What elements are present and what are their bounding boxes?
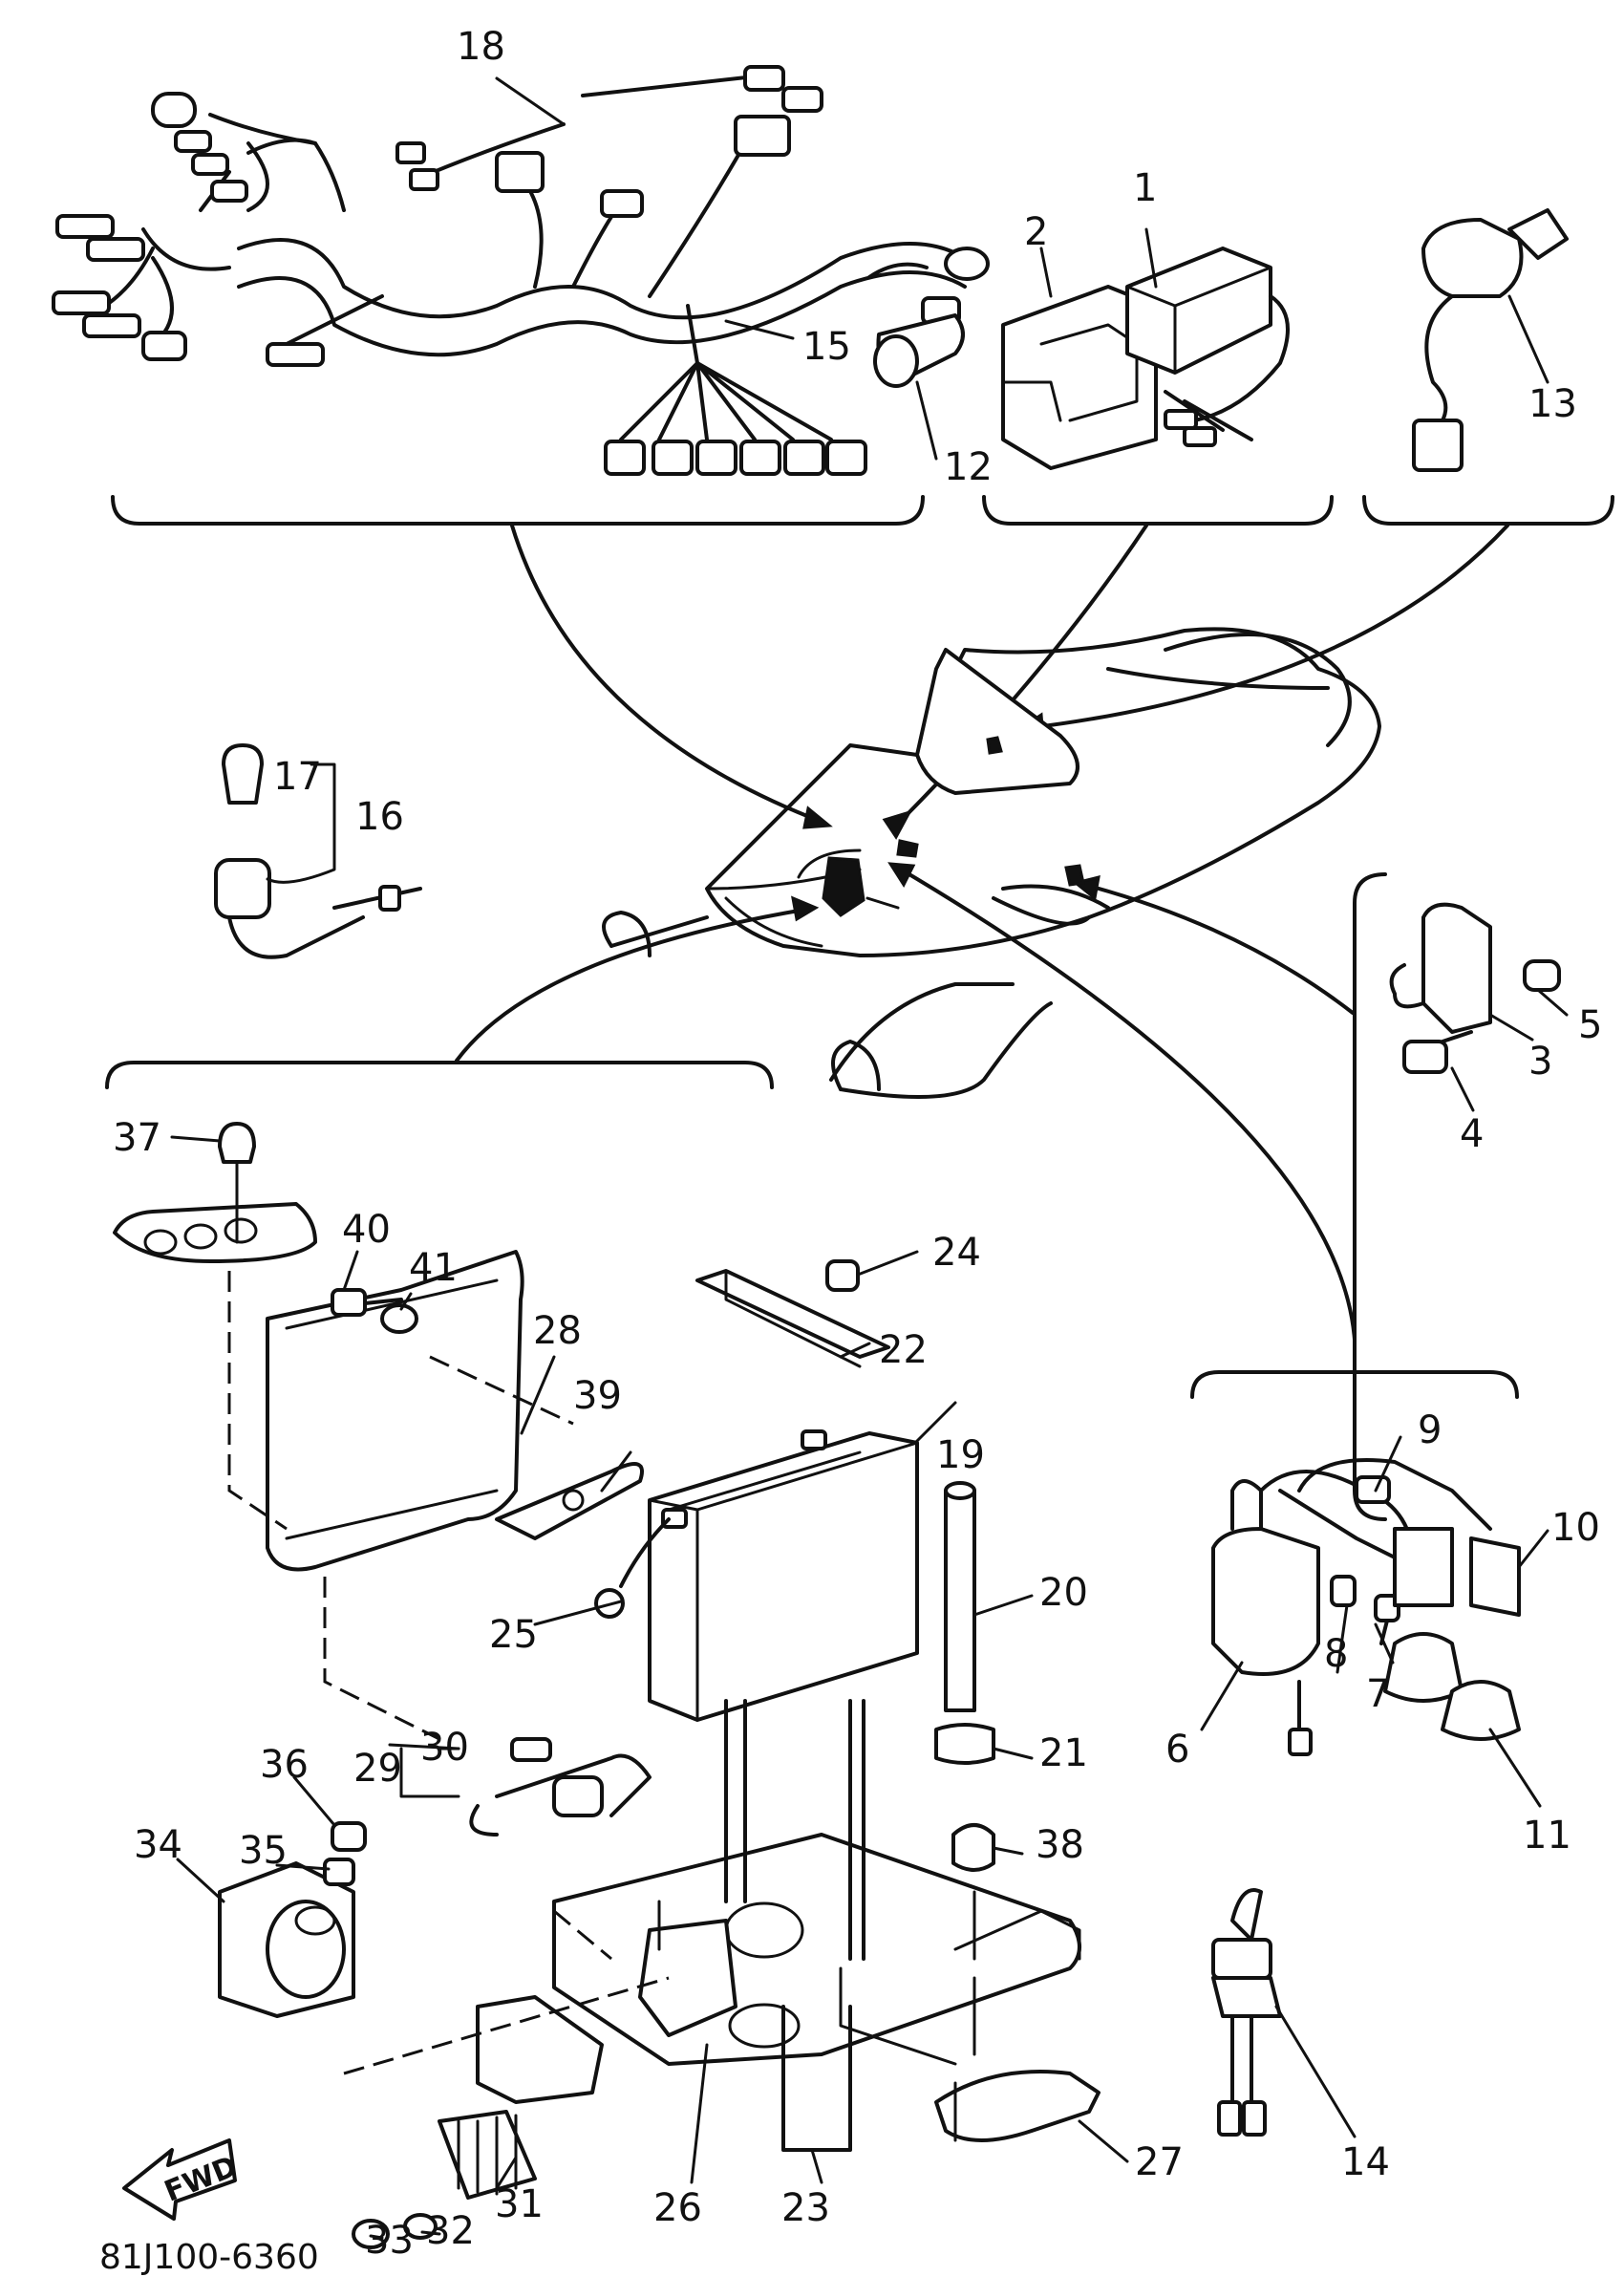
part-19-battery: [648, 1429, 919, 1722]
part-7-8-screws: [1330, 1575, 1400, 1645]
part-11-caps: [1383, 1632, 1521, 1741]
label-29: 29: [353, 1747, 402, 1791]
wire-harness: [52, 65, 990, 476]
label-1: 1: [1133, 166, 1157, 210]
label-20: 20: [1039, 1571, 1088, 1615]
leader-lines: [455, 524, 1509, 1342]
label-41: 41: [409, 1246, 458, 1290]
label-31: 31: [495, 2182, 544, 2226]
part-20-21-tube: [934, 1481, 995, 1765]
label-34: 34: [134, 1823, 182, 1867]
label-36: 36: [260, 1743, 309, 1787]
part-28-cover: [113, 1122, 574, 1741]
label-22: 22: [879, 1328, 928, 1372]
label-15: 15: [802, 325, 851, 369]
label-23: 23: [781, 2186, 830, 2230]
label-37: 37: [113, 1116, 161, 1160]
label-5: 5: [1578, 1003, 1602, 1047]
label-9: 9: [1418, 1408, 1442, 1452]
label-18: 18: [457, 25, 505, 69]
label-25: 25: [489, 1613, 538, 1657]
label-19: 19: [936, 1433, 985, 1477]
part-38-grommet: [951, 1823, 995, 2056]
label-2: 2: [1024, 210, 1048, 254]
part-12-sleeve: [873, 313, 965, 388]
label-30: 30: [420, 1726, 469, 1770]
catalog-code: 81J100-6360: [99, 2238, 319, 2277]
label-21: 21: [1039, 1731, 1088, 1775]
label-14: 14: [1341, 2140, 1390, 2184]
label-12: 12: [944, 445, 993, 489]
part-26-base-plate: [343, 1699, 1081, 2104]
label-leaders: [170, 76, 1569, 2240]
part-27-clamp: [934, 2070, 1100, 2142]
group-brackets: [105, 495, 1614, 1521]
label-32: 32: [426, 2209, 475, 2253]
label-24: 24: [932, 1231, 981, 1275]
part-31-terminal-block: [352, 2110, 537, 2249]
part-40-41-fasteners: [331, 1288, 418, 1334]
label-10: 10: [1551, 1506, 1600, 1550]
part-13-key-switch: [1412, 208, 1569, 472]
label-17: 17: [273, 755, 322, 799]
part-39-strap: [495, 1462, 644, 1540]
part-34-starter-relay: [218, 1821, 367, 2018]
label-13: 13: [1528, 382, 1577, 426]
label-40: 40: [342, 1208, 391, 1252]
label-6: 6: [1165, 1728, 1189, 1772]
label-7: 7: [1366, 1672, 1390, 1716]
part-16-17-lamp: [214, 743, 422, 959]
part-labels: 1 2 3 4 5 6 7 8 9 10 11 12 13 14 15 16 1…: [113, 25, 1602, 2263]
label-39: 39: [573, 1374, 622, 1418]
part-3-regulator: [1389, 902, 1561, 1074]
part-14-toggle-switch: [1211, 1888, 1282, 2137]
label-33: 33: [365, 2219, 414, 2263]
label-38: 38: [1036, 1823, 1084, 1867]
label-4: 4: [1460, 1112, 1484, 1156]
snowmobile-illustration: [602, 627, 1381, 1099]
part-23-rod: [781, 2005, 852, 2152]
fwd-arrow-icon: FWD: [122, 2138, 242, 2221]
part-22-holder: [695, 1259, 890, 1368]
part-29-30-fuse: [399, 1737, 652, 1837]
label-8: 8: [1324, 1632, 1348, 1676]
label-26: 26: [653, 2186, 702, 2230]
label-11: 11: [1523, 1814, 1571, 1858]
part-1-cdi-unit: [1125, 247, 1290, 447]
label-16: 16: [355, 795, 404, 839]
part-2-holder: [1001, 285, 1158, 470]
part-9-clip: [1355, 1475, 1391, 1504]
label-3: 3: [1528, 1040, 1552, 1084]
part-10-plug-caps: [1393, 1527, 1521, 1617]
label-35: 35: [239, 1829, 288, 1873]
label-27: 27: [1135, 2140, 1184, 2184]
label-28: 28: [533, 1309, 582, 1353]
